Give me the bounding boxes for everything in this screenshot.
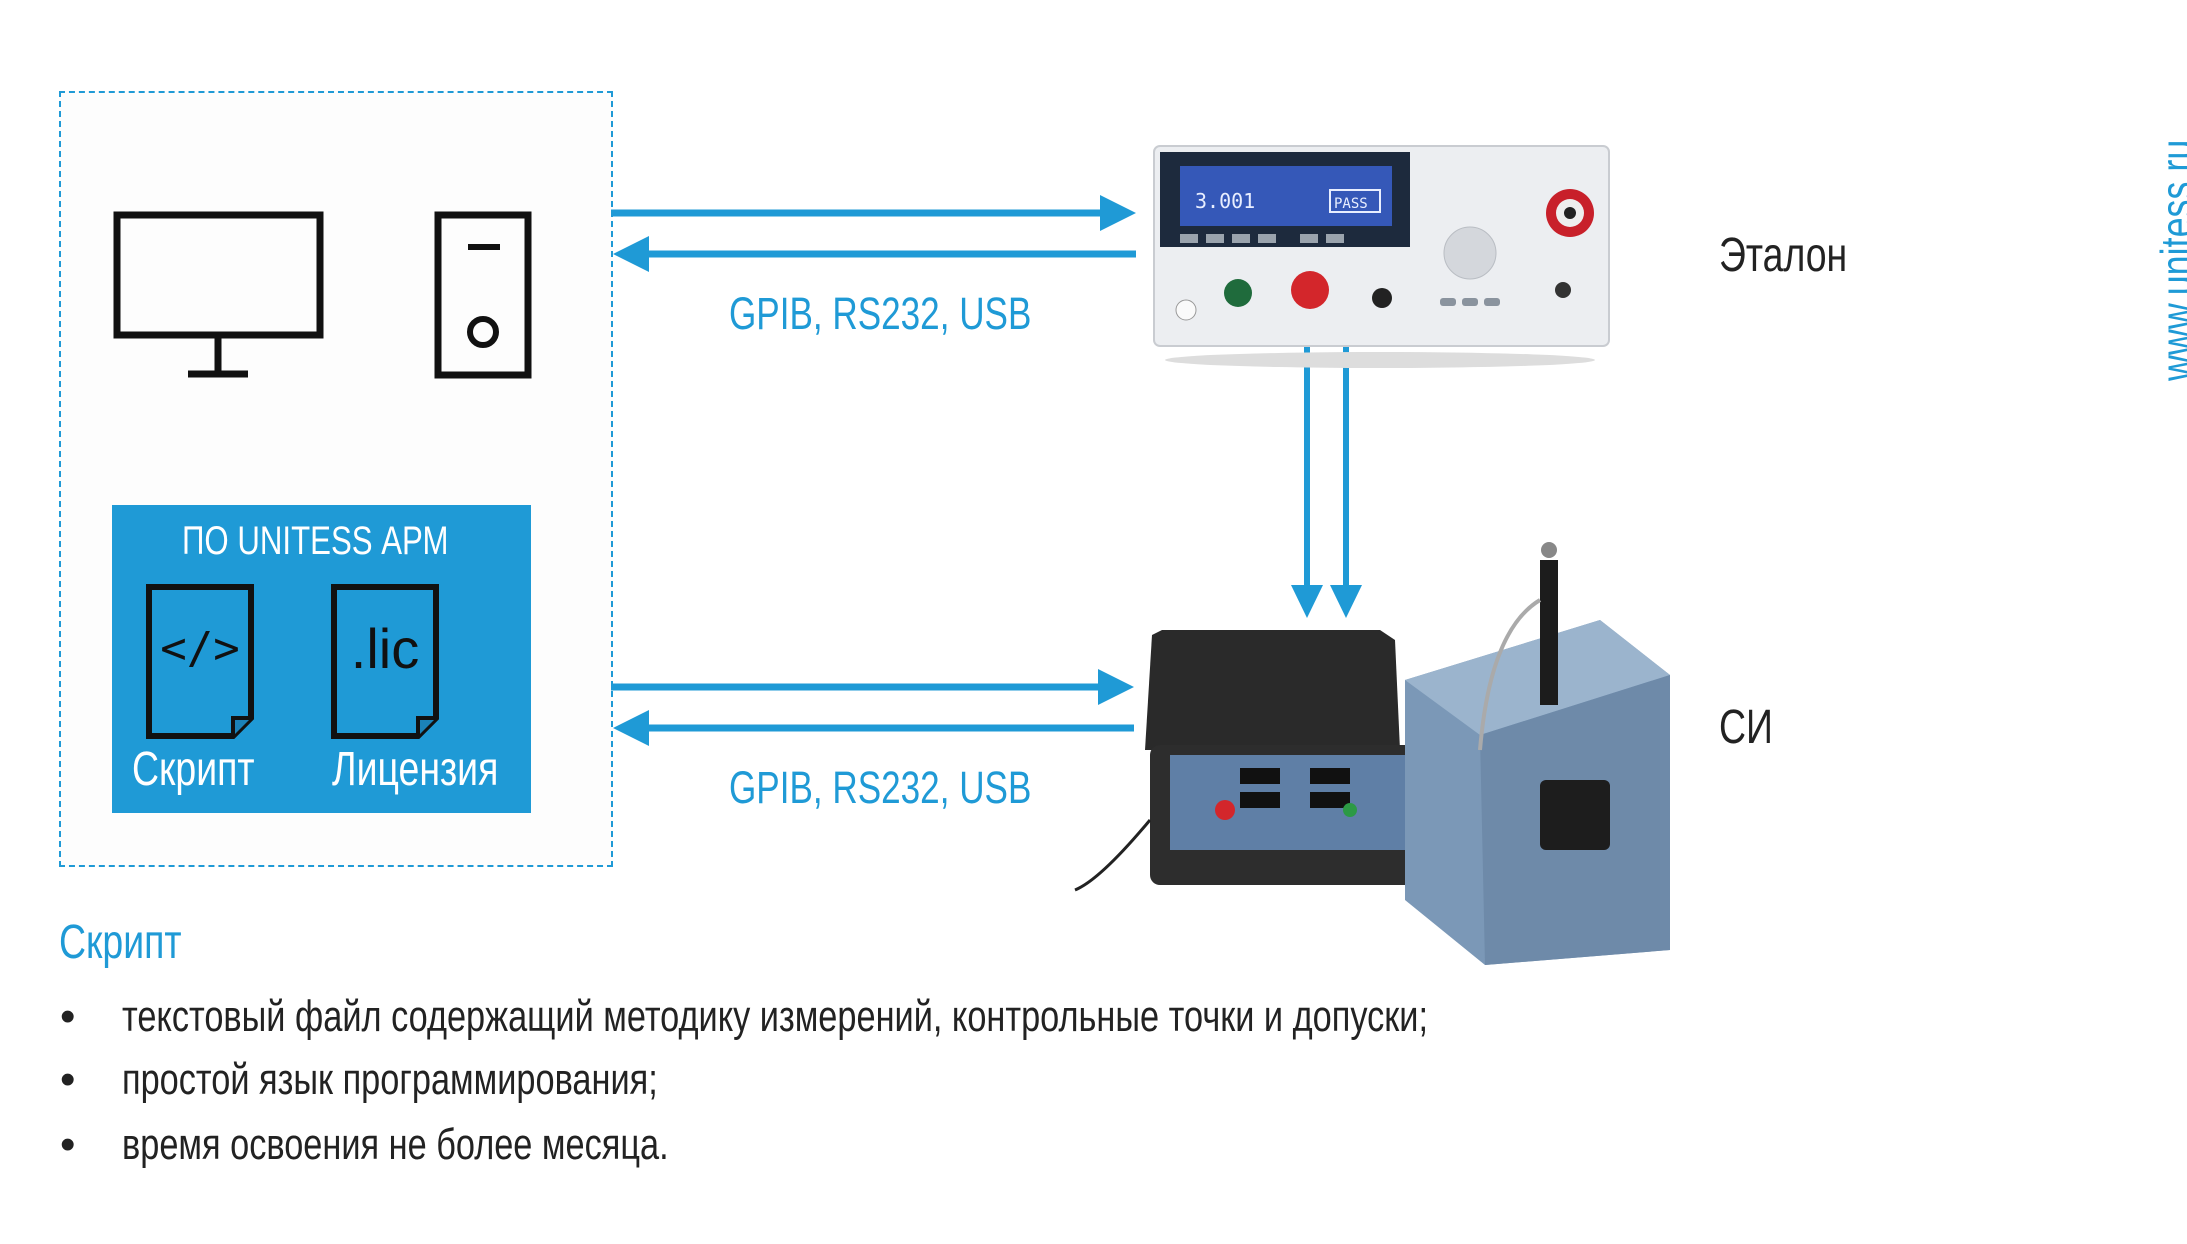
script-file-icon: </>: [146, 584, 254, 739]
bullet-icon: •: [60, 1055, 76, 1104]
system-unit-icon: [434, 211, 532, 379]
script-file-label: Скрипт: [132, 743, 255, 796]
computer-illustration: [113, 211, 532, 379]
bullet-icon: •: [60, 992, 76, 1041]
reference-instrument-image: 3.001 PASS: [1153, 145, 1610, 368]
dut-label: СИ: [1719, 701, 1773, 754]
license-file-icon: .lic: [331, 584, 439, 739]
svg-text:3.001: 3.001: [1195, 189, 1255, 213]
protocol-label-reference: GPIB, RS232, USB: [729, 288, 1032, 339]
bullet-icon: •: [60, 1120, 76, 1169]
script-section-heading: Скрипт: [59, 916, 182, 969]
license-file-label: Лицензия: [332, 743, 499, 796]
reference-label: Эталон: [1719, 229, 1848, 282]
svg-text:</>: </>: [160, 623, 239, 674]
svg-text:PASS: PASS: [1334, 196, 1368, 212]
svg-text:.lic: .lic: [351, 617, 419, 680]
stop-button: [1291, 271, 1329, 309]
website-url[interactable]: www.unitess.ru: [2151, 139, 2187, 381]
software-panel: ПО UNITESS АРМ </> .lic Скрипт Лицензия: [112, 505, 531, 813]
dut-instrument-image: [1074, 542, 1670, 965]
monitor-icon: [113, 211, 324, 378]
start-button: [1224, 279, 1252, 307]
protocol-label-dut: GPIB, RS232, USB: [729, 762, 1032, 813]
software-title: ПО UNITESS АРМ: [182, 519, 449, 563]
